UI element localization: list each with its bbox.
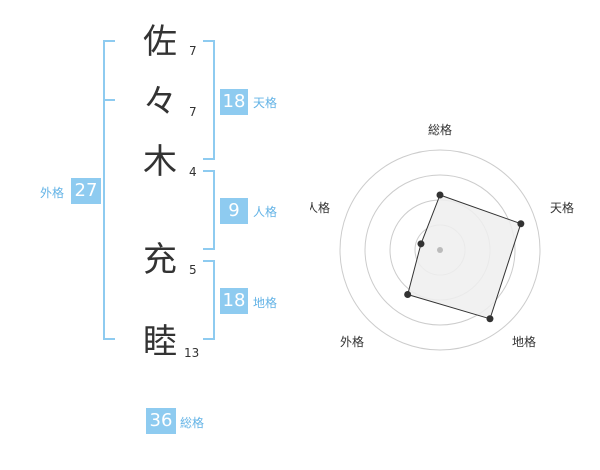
tenkaku-label: 天格 <box>253 96 278 110</box>
radar-point-2 <box>517 220 525 228</box>
tenkaku-value: 18 <box>220 89 248 115</box>
stroke-count-1: 7 <box>189 44 197 58</box>
chikaku-bracket <box>203 260 215 340</box>
radar-point-4 <box>404 290 412 298</box>
soukaku-value: 36 <box>146 408 176 434</box>
radar-point-1 <box>436 191 444 199</box>
jinkaku-bracket <box>203 170 215 250</box>
axis-label-soukaku: 総格 <box>428 122 452 137</box>
radar-ring-4 <box>339 149 541 351</box>
jinkaku-label: 人格 <box>253 205 278 219</box>
radar-center <box>437 247 443 253</box>
gaikaku-bracket-tick <box>103 99 115 101</box>
chikaku-value: 18 <box>220 288 248 314</box>
radar-point-5 <box>417 240 425 248</box>
radar-points <box>404 191 525 323</box>
stroke-count-4: 5 <box>189 263 197 277</box>
name-char-2: 々 <box>143 82 177 122</box>
name-char-5: 睦 <box>143 322 177 362</box>
radar-area <box>407 194 522 320</box>
axis-label-tenkaku: 天格 <box>550 200 574 215</box>
stroke-count-3: 4 <box>189 165 197 179</box>
stroke-count-5: 13 <box>184 346 200 360</box>
name-char-4: 充 <box>143 240 177 280</box>
name-char-3: 木 <box>143 142 177 182</box>
gaikaku-label: 外格 <box>40 186 65 200</box>
axis-label-chikaku: 地格 <box>512 334 536 349</box>
radar-chart: 総格 天格 地格 外格 人格 <box>310 122 574 351</box>
radar-point-3 <box>486 315 494 323</box>
soukaku-label: 総格 <box>180 416 205 430</box>
jinkaku-value: 9 <box>220 198 248 224</box>
chikaku-label: 地格 <box>253 296 278 310</box>
radar-ring-3 <box>364 174 516 326</box>
stroke-count-2: 7 <box>189 105 197 119</box>
gaikaku-value: 27 <box>71 178 101 204</box>
tenkaku-bracket <box>203 40 215 160</box>
axis-label-jinkaku: 人格 <box>310 200 330 215</box>
name-char-1: 佐 <box>143 22 177 62</box>
gaikaku-bracket <box>103 40 115 340</box>
axis-label-gaikaku: 外格 <box>340 334 364 349</box>
